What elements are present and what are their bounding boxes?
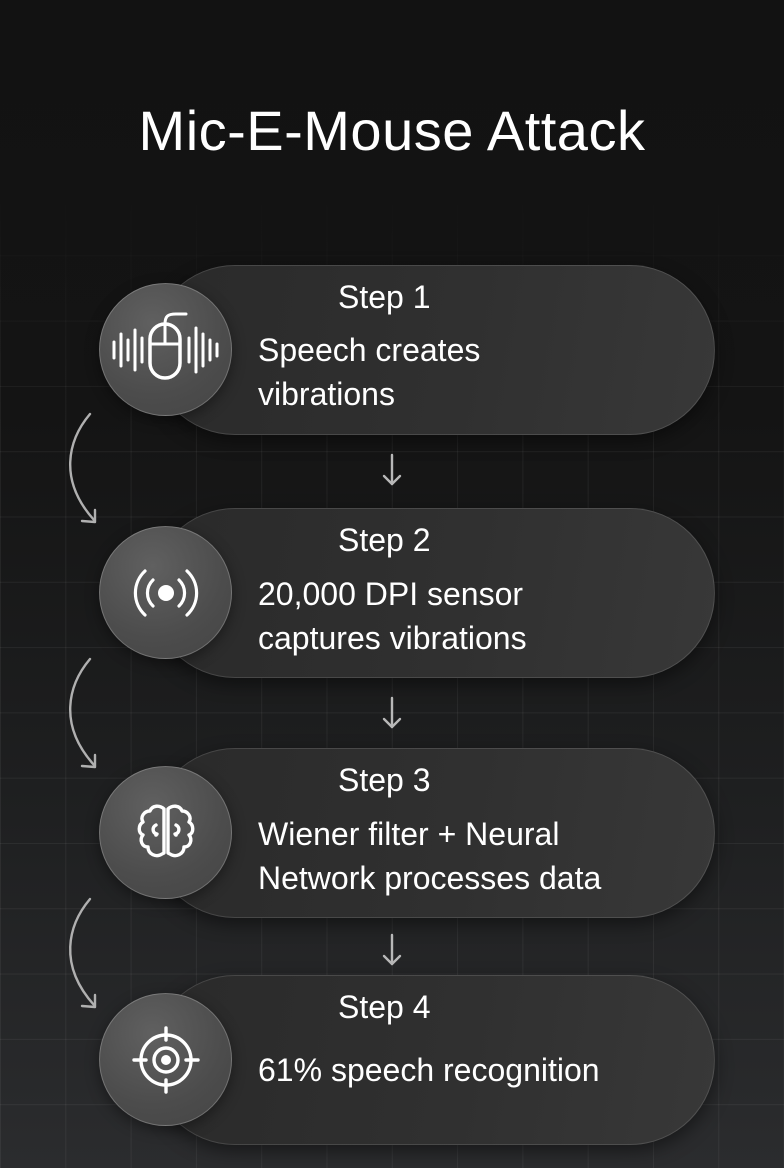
step-description: 61% speech recognition [258, 1052, 600, 1088]
down-arrow-icon [382, 453, 402, 486]
mouse-soundwave-icon [112, 312, 218, 380]
step-icon-circle [99, 526, 232, 659]
step-1: Step 1 Speech creates vibrations [0, 265, 784, 437]
step-description: 20,000 DPI sensor captures vibrations [258, 576, 527, 656]
down-arrow-icon [382, 933, 402, 966]
step-label: Step 3 [338, 762, 431, 798]
down-arrow-icon [382, 696, 402, 729]
curved-arrow-icon [69, 657, 97, 769]
step-icon-circle [99, 766, 232, 899]
step-description: Wiener filter + Neural Network processes… [258, 816, 602, 896]
step-3: Step 3 Wiener filter + Neural Network pr… [0, 748, 784, 920]
page-title: Mic-E-Mouse Attack [138, 99, 646, 162]
step-icon-circle [99, 993, 232, 1126]
step-4: Step 4 61% speech recognition [0, 975, 784, 1147]
step-pill [150, 748, 715, 918]
step-icon-circle [99, 283, 232, 416]
step-2: Step 2 20,000 DPI sensor captures vibrat… [0, 508, 784, 680]
curved-arrow-icon [69, 897, 97, 1009]
step-label: Step 4 [338, 989, 431, 1025]
brain-icon [137, 804, 194, 857]
step-pill [150, 265, 715, 435]
step-pill [150, 508, 715, 678]
curved-arrow-icon [69, 412, 97, 524]
sensor-broadcast-icon [133, 568, 198, 617]
step-description: Speech creates vibrations [258, 332, 481, 412]
target-icon [131, 1025, 200, 1094]
step-pill [150, 975, 715, 1145]
step-label: Step 2 [338, 522, 431, 558]
step-label: Step 1 [338, 279, 431, 315]
